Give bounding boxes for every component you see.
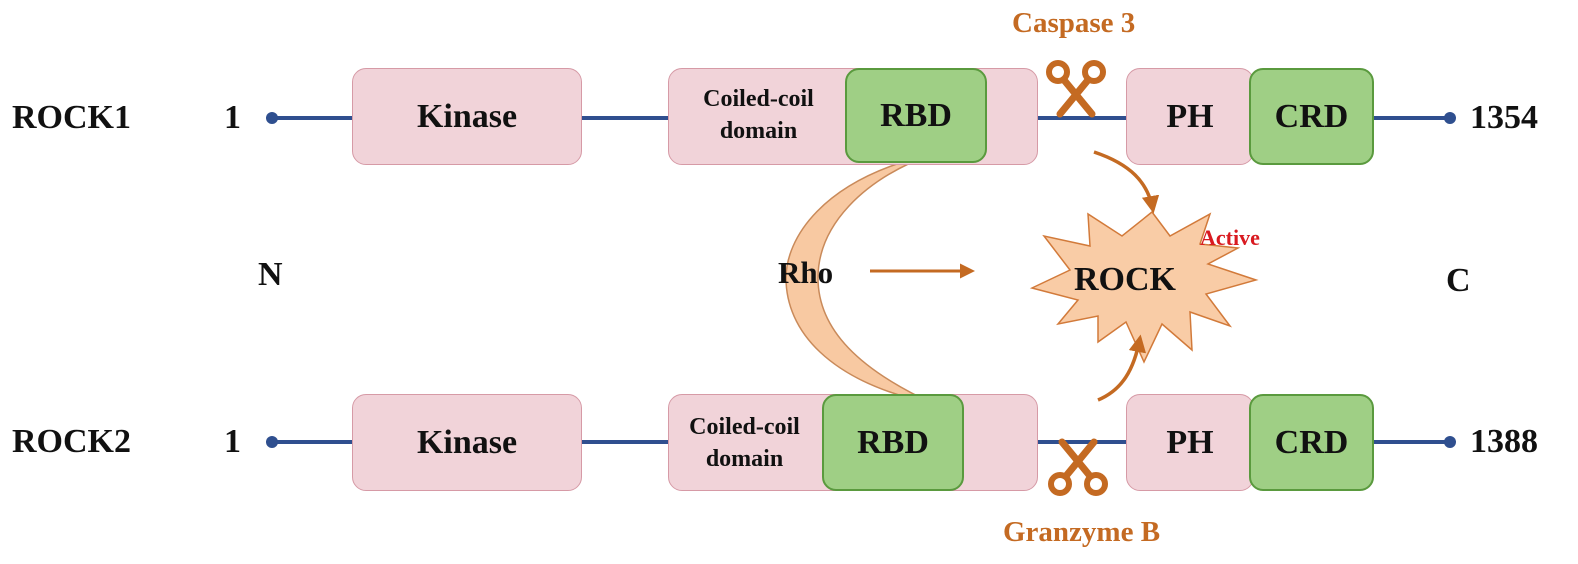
rock1-rbd-domain: RBD — [845, 68, 987, 163]
n-terminus-label: N — [258, 256, 283, 293]
starburst-shape — [1029, 210, 1259, 364]
rock2-kinase-domain: Kinase — [352, 394, 582, 491]
rock2-name: ROCK2 — [12, 423, 131, 460]
active-status-label: Active — [1200, 225, 1260, 250]
granzyme-arrow-icon — [1097, 334, 1147, 402]
rock2-end-dot — [1444, 436, 1456, 448]
rock1-name: ROCK1 — [12, 99, 131, 136]
c-terminus-label: C — [1446, 262, 1471, 299]
rock1-crd-domain: CRD — [1249, 68, 1374, 165]
rock1-end-dot — [1444, 112, 1456, 124]
caspase-arrow-icon — [1093, 150, 1160, 214]
caspase-label: Caspase 3 — [1012, 7, 1136, 39]
active-rock-label: ROCK — [1074, 261, 1176, 298]
rock1-coiled-coil-label: Coiled-coil domain — [703, 86, 814, 145]
rock1-start-dot — [266, 112, 278, 124]
rock1-start-number: 1 — [224, 99, 241, 136]
granzyme-label: Granzyme B — [1003, 516, 1161, 548]
rock2-backbone — [266, 436, 1456, 448]
scissors-icon — [1048, 438, 1108, 496]
rock1-ph-domain: PH — [1126, 68, 1254, 165]
rock2-start-dot — [266, 436, 278, 448]
rock2-start-number: 1 — [224, 423, 241, 460]
rock1-backbone — [266, 112, 1456, 124]
rock2-rbd-domain: RBD — [822, 394, 964, 491]
rock2-coiled-coil-label: Coiled-coil domain — [689, 414, 800, 473]
rock1-kinase-domain: Kinase — [352, 68, 582, 165]
rock1-end-number: 1354 — [1470, 99, 1538, 136]
rock2-crd-domain: CRD — [1249, 394, 1374, 491]
rock2-end-number: 1388 — [1470, 423, 1538, 460]
rho-label: Rho — [778, 255, 834, 290]
scissors-icon — [1046, 60, 1106, 118]
rock2-ph-domain: PH — [1126, 394, 1254, 491]
